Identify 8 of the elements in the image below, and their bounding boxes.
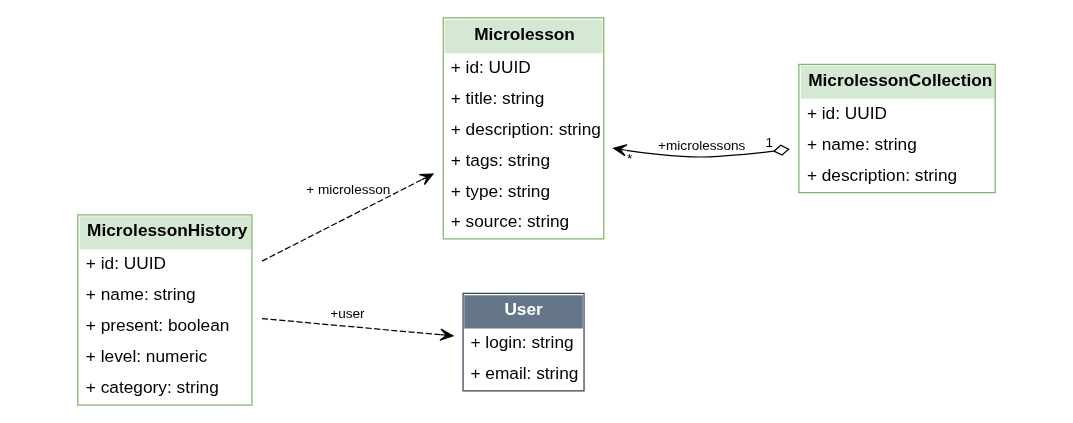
edge-label: +microlessons bbox=[658, 138, 746, 154]
arrow bbox=[613, 144, 790, 158]
label: 1 bbox=[765, 134, 774, 150]
label: * bbox=[626, 150, 633, 166]
edge-label: + microlesson bbox=[306, 181, 391, 197]
arrow bbox=[261, 173, 434, 262]
edge-label: +user bbox=[330, 306, 365, 322]
arrow bbox=[261, 318, 454, 341]
